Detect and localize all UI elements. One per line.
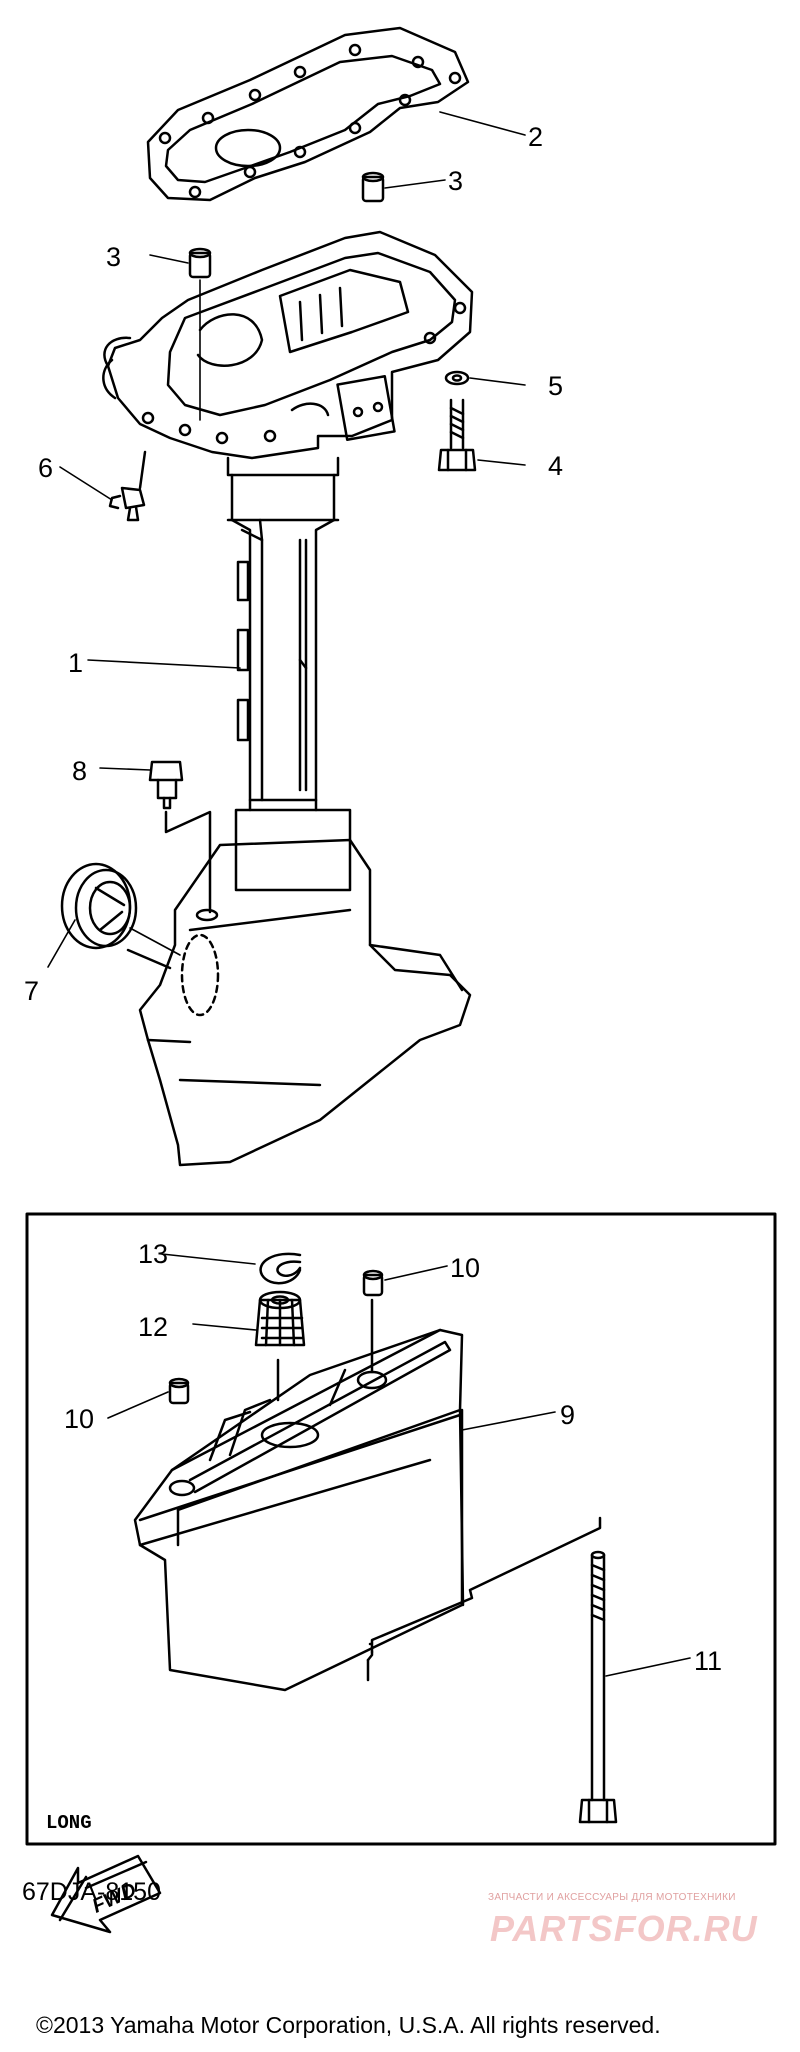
callout-8: 8	[72, 756, 87, 786]
long-bolt-part	[366, 1516, 618, 1824]
callout-9: 9	[560, 1400, 575, 1430]
dowel-pin-inset-left	[168, 1377, 190, 1405]
washer-part	[444, 370, 470, 386]
callout-2: 2	[528, 122, 543, 152]
callout-5: 5	[548, 371, 563, 401]
long-shaft-inset-frame	[25, 1212, 777, 1846]
inset-label-long: LONG	[46, 1812, 92, 1834]
grommet-part	[60, 862, 138, 950]
callout-1: 1	[68, 648, 83, 678]
callout-11: 11	[694, 1646, 722, 1676]
callout-3-upper: 3	[448, 166, 463, 196]
callout-10-left: 10	[64, 1404, 94, 1434]
callout-7: 7	[24, 976, 39, 1006]
copyright-notice: ©2013 Yamaha Motor Corporation, U.S.A. A…	[36, 2012, 661, 2038]
dowel-pin-upper-left	[188, 247, 212, 279]
circlip-part	[259, 1252, 302, 1285]
callout-4: 4	[548, 451, 563, 481]
fwd-arrow-icon	[50, 1854, 162, 1934]
grease-nipple-part	[108, 450, 147, 522]
upper-casing-shaft	[226, 456, 352, 892]
leader-lines	[47, 111, 691, 1677]
hex-bolt-part	[437, 398, 477, 472]
callout-13: 13	[138, 1239, 168, 1269]
upper-casing-housing	[102, 230, 474, 460]
drain-plug-part	[148, 760, 212, 914]
watermark-tagline: ЗАПЧАСТИ И АКСЕССУАРЫ ДЛЯ МОТОТЕХНИКИ	[488, 1892, 736, 1903]
watermark-logo: PARTSFOR.RU	[490, 1908, 758, 1949]
collar-part	[254, 1290, 306, 1402]
gasket-part	[146, 26, 470, 202]
dowel-pin-upper-right	[361, 171, 385, 203]
callout-numbers: 2 3 3 5 4 6 1 8 7 13 10 12 10 9 11	[24, 122, 722, 1676]
dowel-pin-inset-right	[362, 1269, 384, 1297]
callout-10-right: 10	[450, 1253, 480, 1283]
upper-casing-body	[126, 838, 472, 1167]
callout-6: 6	[38, 453, 53, 483]
callout-12: 12	[138, 1312, 168, 1342]
part-code: 67DJA-8150	[22, 1878, 161, 1906]
extension-casing-part	[133, 1298, 465, 1692]
callout-3-lower: 3	[106, 242, 121, 272]
